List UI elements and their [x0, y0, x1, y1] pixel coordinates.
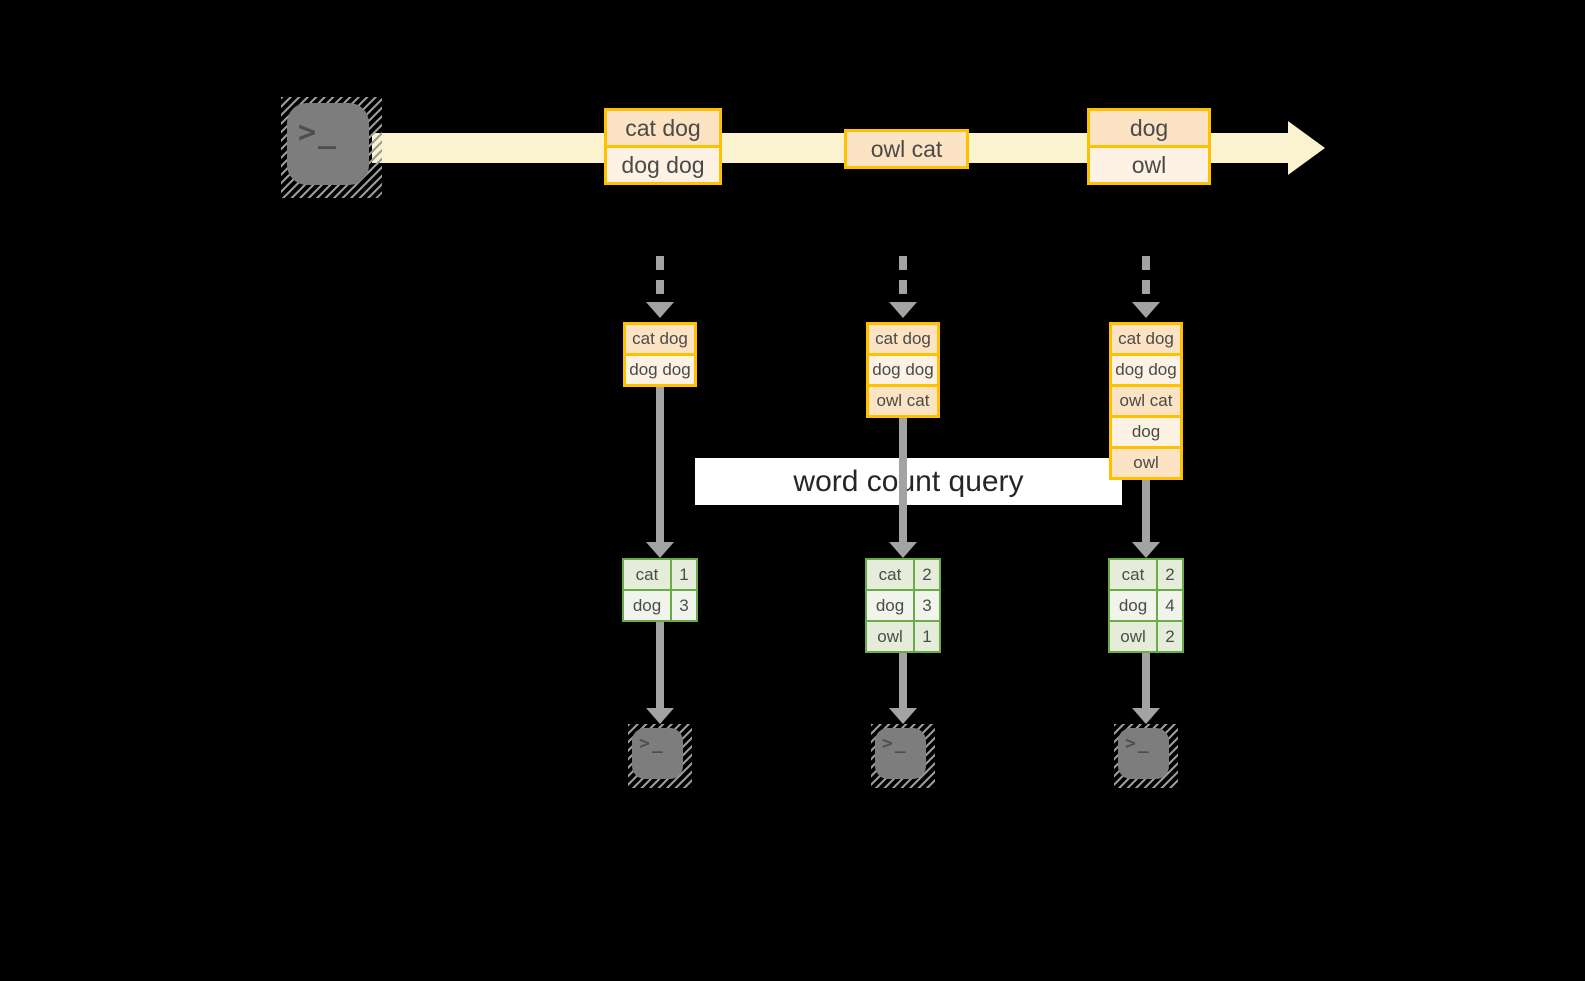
word-cell: cat [624, 560, 670, 589]
record-buffer-2: cat dog dog dog owl cat [866, 322, 940, 418]
stream-record-group-1: cat dog dog dog [604, 108, 722, 185]
word-cell: cat [1110, 560, 1156, 589]
word-cell: dog [624, 591, 670, 620]
terminal-window [287, 103, 369, 185]
buffer-record: dog dog [626, 356, 694, 384]
stream-record: owl [1090, 148, 1208, 182]
buffer-record: dog [1112, 418, 1180, 449]
query-banner: word count query [695, 458, 1122, 505]
terminal-prompt-glyph: >_ [639, 733, 665, 754]
stream-record-group-3: dog owl [1087, 108, 1211, 185]
word-cell: owl [867, 622, 913, 651]
terminal-window [875, 728, 926, 779]
word-count-table-2: cat 2 dog 3 owl 1 [865, 558, 941, 653]
sink-terminal-icon-1: >_ [628, 724, 692, 788]
stream-record: owl cat [847, 132, 966, 166]
word-cell: dog [1110, 591, 1156, 620]
word-cell: cat [867, 560, 913, 589]
buffer-record: owl [1112, 449, 1180, 477]
buffer-record: owl cat [1112, 387, 1180, 418]
stream-record: dog dog [607, 148, 719, 182]
stream-record: dog [1090, 111, 1208, 148]
buffer-record: cat dog [1112, 325, 1180, 356]
buffer-record: dog dog [869, 356, 937, 387]
terminal-prompt-glyph: >_ [882, 733, 908, 754]
count-cell: 4 [1158, 591, 1182, 620]
word-cell: dog [867, 591, 913, 620]
buffer-record: dog dog [1112, 356, 1180, 387]
terminal-prompt-glyph: >_ [298, 115, 339, 150]
count-cell: 2 [915, 560, 939, 589]
record-buffer-3: cat dog dog dog owl cat dog owl [1109, 322, 1183, 480]
sink-terminal-icon-3: >_ [1114, 724, 1178, 788]
buffer-record: cat dog [869, 325, 937, 356]
count-cell: 1 [915, 622, 939, 651]
terminal-prompt-glyph: >_ [1125, 733, 1151, 754]
word-cell: owl [1110, 622, 1156, 651]
count-cell: 2 [1158, 622, 1182, 651]
count-cell: 1 [672, 560, 696, 589]
terminal-window [632, 728, 683, 779]
buffer-record: owl cat [869, 387, 937, 415]
record-buffer-1: cat dog dog dog [623, 322, 697, 387]
count-cell: 3 [672, 591, 696, 620]
buffer-record: cat dog [626, 325, 694, 356]
producer-terminal-icon: >_ [281, 97, 382, 198]
word-count-table-1: cat 1 dog 3 [622, 558, 698, 622]
word-count-table-3: cat 2 dog 4 owl 2 [1108, 558, 1184, 653]
input-stream-arrowhead-icon [1288, 121, 1325, 175]
query-banner-label: word count query [793, 464, 1024, 498]
sink-terminal-icon-2: >_ [871, 724, 935, 788]
count-cell: 3 [915, 591, 939, 620]
terminal-window [1118, 728, 1169, 779]
stream-record-group-2: owl cat [844, 129, 969, 169]
stream-record: cat dog [607, 111, 719, 148]
count-cell: 2 [1158, 560, 1182, 589]
